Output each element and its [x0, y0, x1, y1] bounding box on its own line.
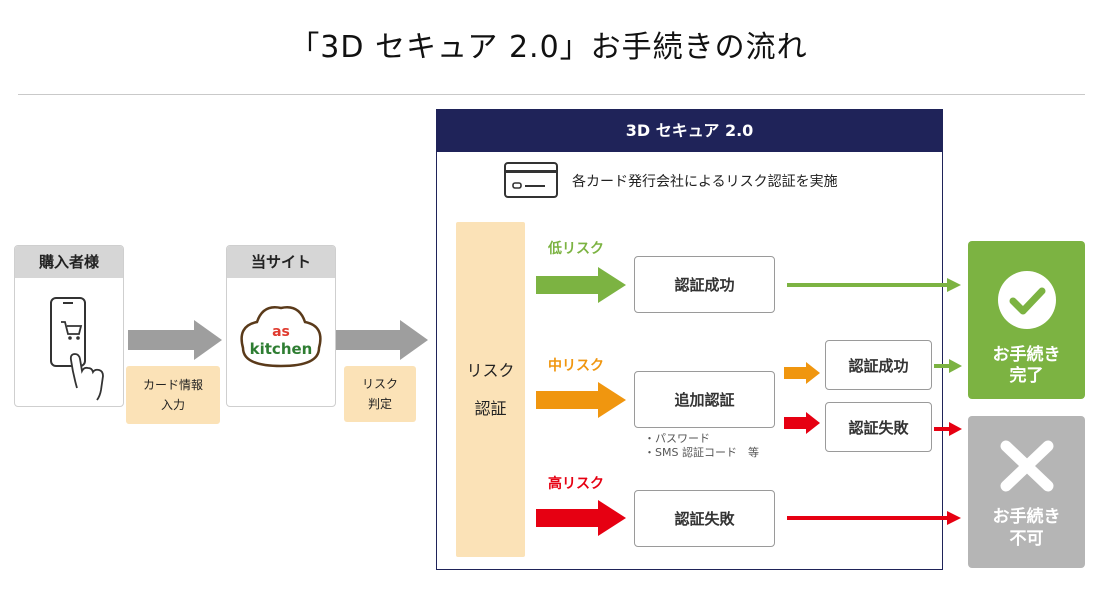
- mid-note-password: ・パスワード: [644, 432, 710, 445]
- title-divider: [18, 94, 1085, 95]
- high-risk-result: 認証失敗: [634, 490, 775, 547]
- site-action-tag: リスク 判定: [344, 366, 416, 422]
- credit-card-icon: [504, 162, 558, 198]
- risk-auth-column: リスク 認証: [456, 222, 525, 557]
- logo-top-text: as: [272, 324, 290, 340]
- secure-header: 3D セキュア 2.0: [436, 109, 943, 152]
- mid-success-result: 認証成功: [825, 340, 932, 390]
- mid-risk-label: 中リスク: [548, 358, 604, 374]
- logo-bottom-text: kitchen: [250, 340, 313, 358]
- mid-note-sms: ・SMS 認証コード 等: [644, 446, 759, 459]
- outcome-complete-line2: 完了: [1009, 366, 1044, 386]
- high-risk-to-rejected-arrow: [787, 511, 961, 525]
- high-risk-arrow: [536, 500, 626, 536]
- site-action-line2: 判定: [367, 397, 392, 411]
- cross-icon: [1000, 440, 1054, 492]
- mid-success-to-complete-arrow: [934, 359, 962, 373]
- outcome-complete-line1: お手続き: [992, 345, 1061, 365]
- mid-failure-arrow: [784, 412, 820, 434]
- purchaser-header: 購入者様: [15, 246, 123, 278]
- mid-failure-result: 認証失敗: [825, 402, 932, 452]
- purchaser-box: 購入者様: [14, 245, 124, 407]
- mid-failure-to-rejected-arrow: [934, 422, 962, 436]
- site-logo: as kitchen: [240, 306, 322, 368]
- low-risk-arrow: [536, 267, 626, 303]
- mid-risk-notes: ・パスワード ・SMS 認証コード 等: [644, 432, 759, 460]
- site-box: 当サイト as kitchen: [226, 245, 336, 407]
- mid-success-arrow: [784, 362, 820, 384]
- outcome-rejected-line1: お手続き: [992, 507, 1061, 527]
- risk-auth-line1: リスク: [466, 360, 515, 380]
- arrow-site-to-secure: [336, 320, 428, 360]
- check-icon: [998, 271, 1056, 329]
- mid-risk-arrow: [536, 382, 626, 418]
- high-risk-label: 高リスク: [548, 476, 604, 492]
- outcome-rejected: お手続き 不可: [968, 416, 1085, 568]
- site-header: 当サイト: [227, 246, 335, 278]
- arrow-purchaser-to-site: [128, 320, 222, 360]
- page-title: 「3D セキュア 2.0」お手続きの流れ: [289, 30, 808, 65]
- purchaser-action-tag: カード情報 入力: [126, 366, 220, 424]
- smartphone-cart-icon: [50, 297, 104, 401]
- risk-auth-line2: 認証: [474, 398, 507, 418]
- low-risk-to-complete-arrow: [787, 278, 961, 292]
- purchaser-action-line2: 入力: [160, 398, 185, 412]
- low-risk-result: 認証成功: [634, 256, 775, 313]
- mid-risk-result: 追加認証: [634, 371, 775, 428]
- outcome-rejected-line2: 不可: [1009, 529, 1044, 549]
- purchaser-action-line1: カード情報: [142, 378, 203, 392]
- card-note: 各カード発行会社によるリスク認証を実施: [572, 174, 838, 190]
- low-risk-label: 低リスク: [548, 241, 604, 257]
- site-action-line1: リスク: [361, 377, 398, 391]
- outcome-complete: お手続き 完了: [968, 241, 1085, 399]
